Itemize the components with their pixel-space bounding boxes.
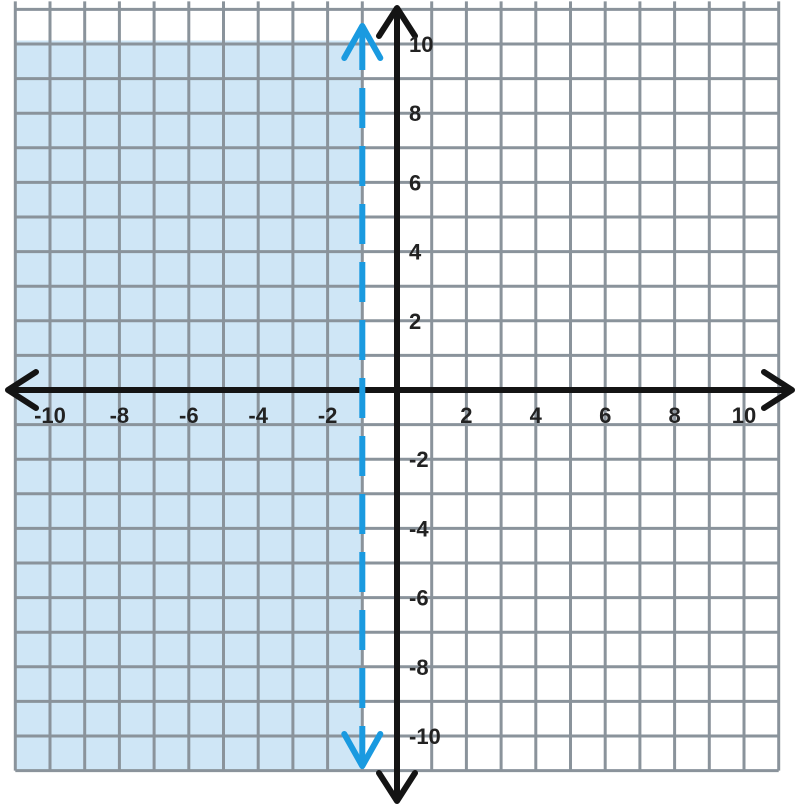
y-tick-label: 2 xyxy=(409,309,421,334)
y-tick-label: 10 xyxy=(409,32,433,57)
y-tick-label: 4 xyxy=(409,240,422,265)
x-tick-label: -8 xyxy=(110,403,130,428)
x-tick-label: 8 xyxy=(668,403,680,428)
x-tick-label: -6 xyxy=(179,403,199,428)
x-tick-label: 10 xyxy=(732,403,756,428)
boundary-top-arrow xyxy=(341,23,384,61)
y-tick-label: -6 xyxy=(409,586,429,611)
x-tick-label: 2 xyxy=(460,403,472,428)
x-axis-right-arrow xyxy=(761,369,795,411)
y-tick-label: 6 xyxy=(409,170,421,195)
boundary-bottom-arrow xyxy=(341,731,384,769)
y-axis-bottom-arrow xyxy=(376,770,418,804)
tick-labels-layer: -10 -8 -6 -4 -2 2 4 6 8 10 10 8 6 4 2 -2 -4 -6 -8 -10 xyxy=(34,32,756,749)
y-tick-label: -4 xyxy=(409,516,429,541)
y-tick-label: -10 xyxy=(409,724,441,749)
x-tick-label: 6 xyxy=(599,403,611,428)
x-tick-label: -2 xyxy=(318,403,338,428)
y-tick-label: -8 xyxy=(409,655,429,680)
x-tick-label: -4 xyxy=(248,403,268,428)
x-axis-left-arrow xyxy=(5,369,39,411)
x-tick-label: 4 xyxy=(530,403,543,428)
y-tick-label: 8 xyxy=(409,101,421,126)
y-axis-top-arrow xyxy=(376,5,418,39)
axes-layer xyxy=(5,5,795,804)
x-tick-label: -10 xyxy=(34,403,66,428)
y-tick-label: -2 xyxy=(409,447,429,472)
boundary-line-layer xyxy=(341,23,384,769)
